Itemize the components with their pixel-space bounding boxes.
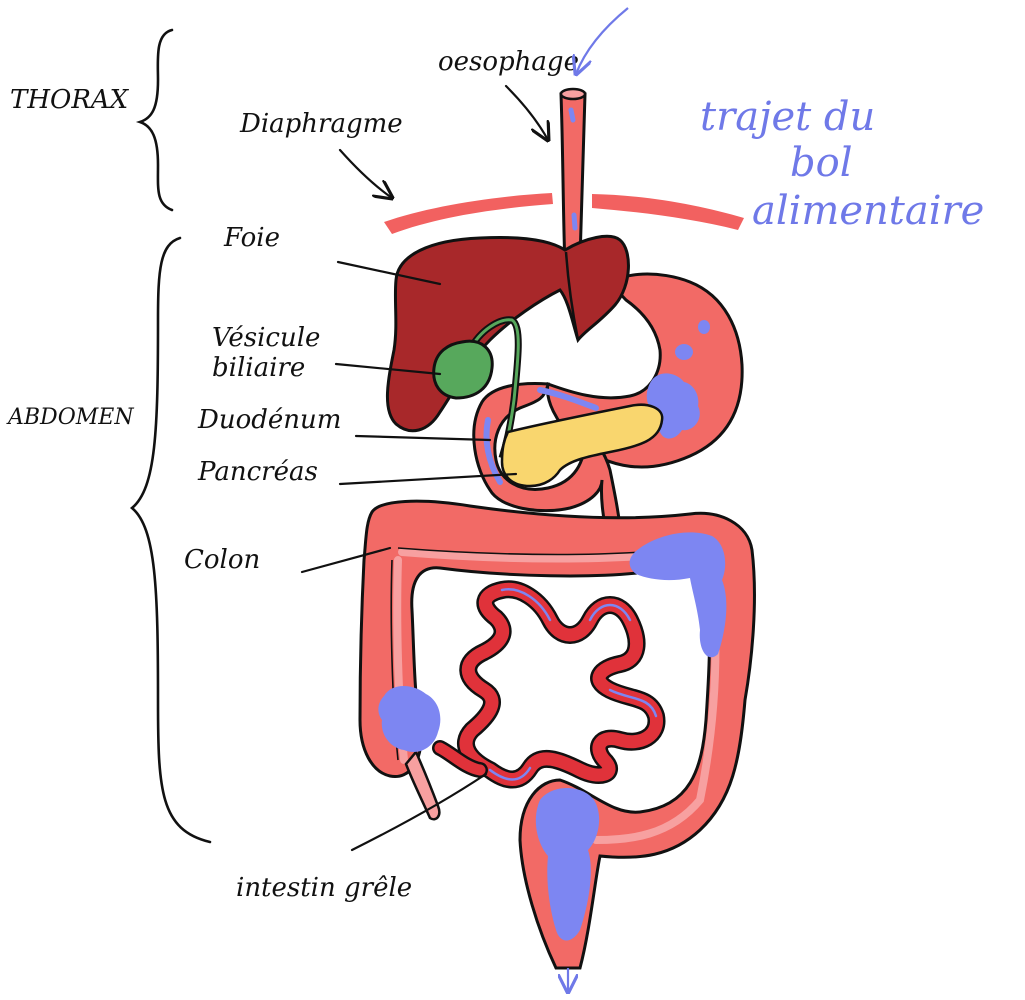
appendix	[406, 752, 439, 819]
annotation-line3: alimentaire	[752, 188, 984, 234]
diaphragm-right	[592, 194, 744, 230]
label-vesicule-line1: Vésicule	[212, 323, 320, 353]
abdomen-brace	[132, 238, 210, 842]
label-pancreas: Pancréas	[197, 457, 318, 487]
label-intestin-grele: intestin grêle	[236, 873, 412, 903]
gallbladder	[434, 341, 493, 398]
annotation-line2: bol	[790, 140, 852, 186]
label-foie: Foie	[223, 223, 280, 253]
label-vesicule-line2: biliaire	[212, 353, 305, 383]
bolus-stomach-dot	[698, 320, 710, 334]
diaphragm	[384, 193, 553, 234]
bolus-stomach-dot	[675, 344, 693, 360]
abdomen-label: ABDOMEN	[6, 405, 134, 430]
leader-duodenum	[356, 436, 490, 440]
leader-diaphragme	[340, 150, 392, 198]
label-duodenum: Duodénum	[197, 405, 341, 435]
label-oesophage: oesophage	[438, 47, 579, 77]
label-diaphragme: Diaphragme	[239, 109, 403, 139]
leader-oesophage	[506, 86, 548, 140]
esophagus-opening	[561, 89, 585, 99]
thorax-brace	[140, 30, 172, 210]
thorax-label: THORAX	[10, 85, 130, 115]
annotation-line1: trajet du	[700, 94, 875, 140]
label-colon: Colon	[184, 545, 260, 575]
bolus-arrow-in	[576, 8, 628, 74]
